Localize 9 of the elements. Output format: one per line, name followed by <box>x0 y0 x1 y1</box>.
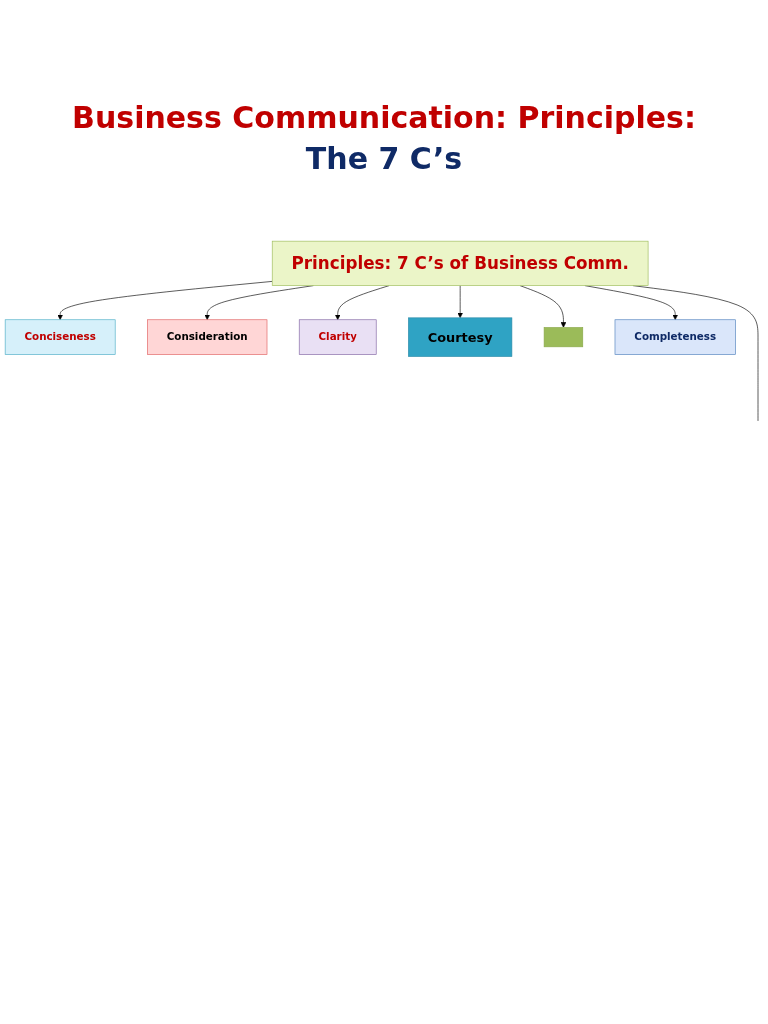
subtitle: The 7 C’s <box>304 141 464 176</box>
node-box: Courtesy <box>408 317 513 357</box>
node-box: Principles: 7 C’s of Business Comm. <box>271 240 649 286</box>
node-box: Clarity <box>298 319 377 355</box>
node-box <box>543 327 584 348</box>
node-box: Conciseness <box>4 319 116 355</box>
node-box: Consideration <box>147 319 268 355</box>
node-box: Completeness <box>614 319 736 355</box>
title: Business Communication: Principles: <box>71 100 697 135</box>
